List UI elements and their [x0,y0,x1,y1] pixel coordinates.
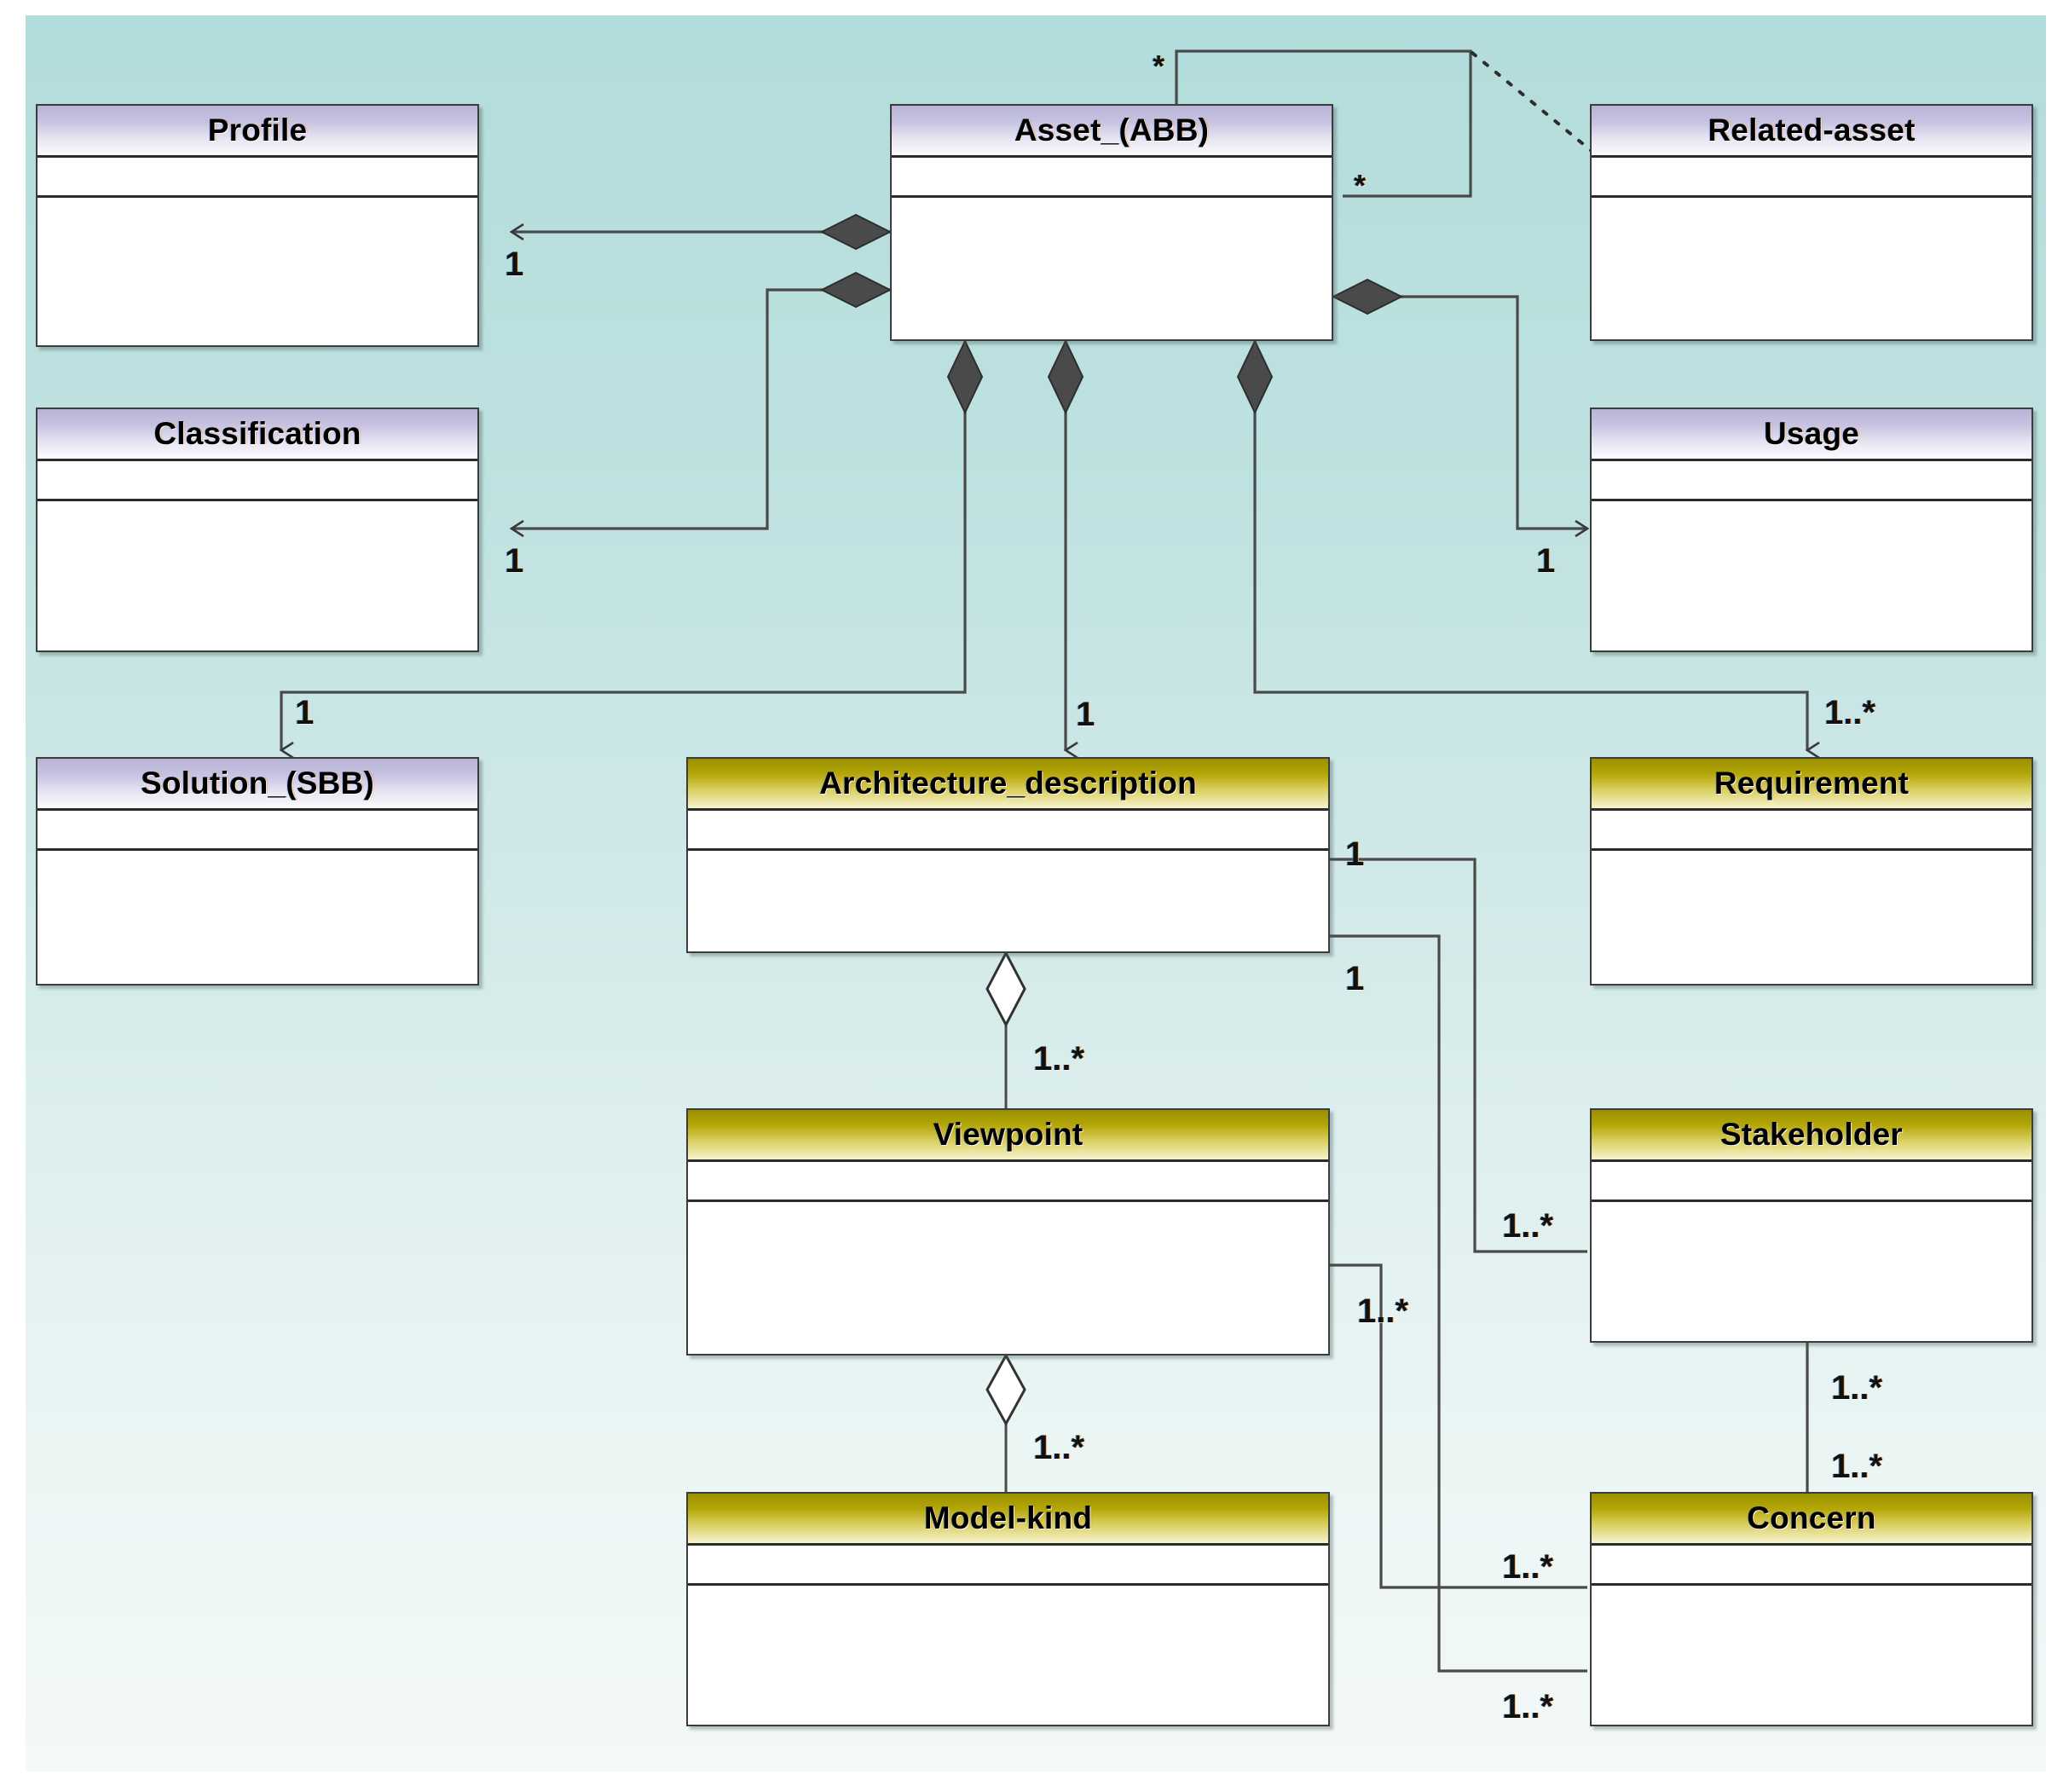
class-box-requirement[interactable]: Requirement [1590,757,2033,986]
class-name-related-asset: Related-asset [1592,106,2031,158]
class-box-stakeholder[interactable]: Stakeholder [1590,1108,2033,1343]
class-box-model-kind[interactable]: Model-kind [686,1492,1330,1726]
hollow-diamond-archdesc-viewpoint [985,950,1026,1028]
class-name-model-kind: Model-kind [688,1494,1328,1546]
edge-asset-self [1175,49,1472,198]
edge-viewpoint-concern [1330,1263,1587,1589]
class-attributes-stakeholder [1592,1162,2031,1202]
class-attributes-related-asset [1592,158,2031,198]
class-attributes-usage [1592,461,2031,501]
diamond-asset-classification [819,271,893,309]
edge-asset-requirement [1253,341,1820,760]
class-attributes-concern [1592,1546,2031,1586]
class-name-architecture-description: Architecture_description [688,759,1328,811]
class-box-architecture-description[interactable]: Architecture_description [686,757,1330,953]
class-box-profile[interactable]: Profile [36,104,479,347]
class-box-solution[interactable]: Solution_(SBB) [36,757,479,986]
class-attributes-requirement [1592,811,2031,851]
edge-archdesc-concern [1330,934,1587,1673]
edge-asset-classification [509,288,890,538]
class-attributes-asset [892,158,1332,198]
class-name-usage: Usage [1592,409,2031,461]
class-box-usage[interactable]: Usage [1590,408,2033,652]
class-attributes-solution [38,811,477,851]
class-box-viewpoint[interactable]: Viewpoint [686,1108,1330,1356]
class-attributes-profile [38,158,477,198]
edge-asset-usage [1333,295,1590,538]
class-box-asset[interactable]: Asset_(ABB) [890,104,1333,341]
class-name-requirement: Requirement [1592,759,2031,811]
class-box-concern[interactable]: Concern [1590,1492,2033,1726]
class-name-stakeholder: Stakeholder [1592,1110,2031,1162]
diamond-asset-requirement [1236,338,1274,415]
class-box-classification[interactable]: Classification [36,408,479,652]
edge-archdesc-stakeholder [1330,858,1587,1253]
class-attributes-model-kind [688,1546,1328,1586]
diamond-asset-usage [1331,278,1404,315]
class-name-asset: Asset_(ABB) [892,106,1332,158]
edge-asset-relatedasset-dashed [1471,51,1594,153]
class-name-concern: Concern [1592,1494,2031,1546]
class-name-solution: Solution_(SBB) [38,759,477,811]
class-attributes-classification [38,461,477,501]
class-attributes-architecture-description [688,811,1328,851]
class-name-profile: Profile [38,106,477,158]
class-box-related-asset[interactable]: Related-asset [1590,104,2033,341]
diamond-asset-solution [946,338,984,415]
class-name-viewpoint: Viewpoint [688,1110,1328,1162]
diamond-asset-archdesc [1047,338,1084,415]
diamond-asset-profile [819,213,893,251]
class-name-classification: Classification [38,409,477,461]
edge-asset-solution [279,341,967,760]
class-attributes-viewpoint [688,1162,1328,1202]
hollow-diamond-viewpoint-modelkind [985,1352,1026,1427]
